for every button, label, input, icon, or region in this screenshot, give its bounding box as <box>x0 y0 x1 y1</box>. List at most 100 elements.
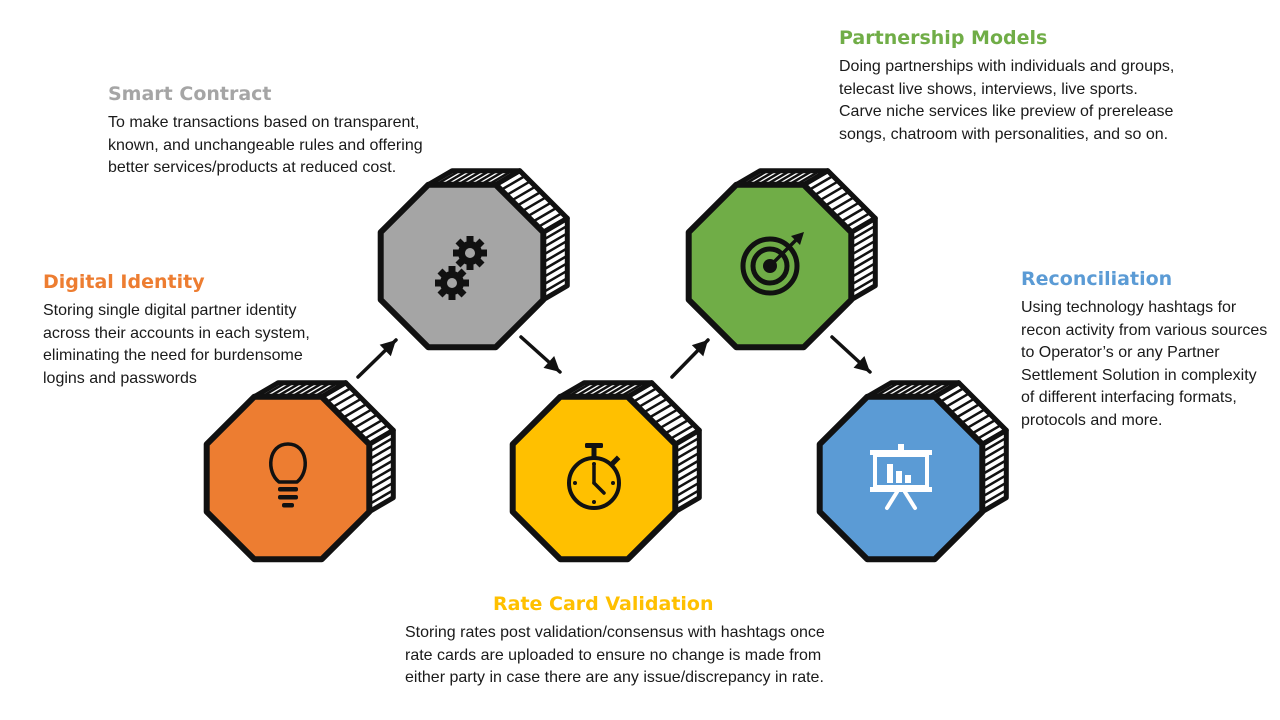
partnership-models-description: Doing partnerships with individuals and … <box>839 58 1175 143</box>
flow-connectors <box>356 335 872 379</box>
hatch-line <box>818 185 845 202</box>
rate-card-validation-description: Storing rates post validation/consensus … <box>405 624 825 686</box>
hatch-line <box>542 247 568 264</box>
hatch-line <box>358 418 384 435</box>
arrow-digital-to-smart <box>356 338 398 379</box>
hatch-line <box>653 408 679 425</box>
rate-octagon <box>509 380 702 563</box>
hatch-line <box>674 451 700 468</box>
lightbulb-icon <box>269 442 307 508</box>
arrow-rate-to-partner <box>670 338 710 379</box>
hatch-line <box>965 413 992 430</box>
octagon-nodes <box>203 168 1009 563</box>
hatch-line <box>850 262 876 279</box>
hatch-line <box>971 418 997 435</box>
hatch-line <box>850 269 876 286</box>
hatch-line <box>516 190 542 207</box>
hatch-line <box>658 413 685 430</box>
hatch-line <box>850 247 876 264</box>
rate-card-validation-title: Rate Card Validation <box>493 593 714 615</box>
hatch-line <box>674 444 700 461</box>
reconciliation-title: Reconciliation <box>1021 268 1173 290</box>
hatch-line <box>342 402 368 419</box>
hatch-line <box>944 392 970 409</box>
hatch-line <box>981 489 1007 506</box>
hatch-line <box>981 444 1007 461</box>
hatch-line <box>368 474 394 491</box>
presentation-chart-icon <box>870 444 932 510</box>
reconciliation-block: Reconciliation Using technology hashtags… <box>1021 267 1271 432</box>
hatch-line <box>824 190 850 207</box>
hatch-line <box>542 239 568 256</box>
gears-icon <box>435 236 487 300</box>
smart-octagon <box>377 168 570 351</box>
hatch-line <box>331 392 357 409</box>
hatch-line <box>960 408 986 425</box>
hatch-line <box>840 206 866 223</box>
hatch-line <box>674 474 700 491</box>
hatch-line <box>834 201 861 218</box>
hatch-line <box>521 196 547 213</box>
hatch-line <box>637 392 663 409</box>
hatch-line <box>674 459 700 476</box>
hatch-line <box>648 402 674 419</box>
arrow-partner-to-recon <box>830 335 872 374</box>
hatch-line <box>674 436 700 453</box>
hatch-line <box>813 180 839 197</box>
hatch-line <box>326 386 352 404</box>
reconciliation-description: Using technology hashtags for recon acti… <box>1021 299 1268 429</box>
hatch-line <box>542 254 568 271</box>
hatch-line <box>949 397 976 414</box>
hatch-line <box>542 262 568 279</box>
hatch-line <box>845 211 871 229</box>
hatch-line <box>981 459 1007 476</box>
hatch-line <box>642 397 669 414</box>
digital-octagon-face <box>203 393 373 563</box>
hatch-line <box>352 413 379 430</box>
recon-octagon <box>816 380 1009 563</box>
partner-octagon <box>685 168 878 351</box>
hatch-line <box>850 254 876 271</box>
hatch-line <box>537 211 563 229</box>
digital-octagon <box>203 380 396 563</box>
hatch-line <box>674 481 700 498</box>
hatch-line <box>542 232 568 249</box>
arrow-smart-to-rate <box>519 335 562 374</box>
hatch-line <box>500 174 526 192</box>
hatch-line <box>981 466 1007 483</box>
digital-identity-description: Storing single digital partner identity … <box>43 302 310 387</box>
smart-octagon-face <box>377 181 547 351</box>
hatch-line <box>368 451 394 468</box>
digital-identity-block: Digital Identity Storing single digital … <box>43 270 343 390</box>
hatch-line <box>532 206 558 223</box>
partnership-models-block: Partnership Models Doing partnerships wi… <box>839 26 1179 146</box>
hatch-line <box>505 180 531 197</box>
hatch-line <box>850 239 876 256</box>
hatch-line <box>939 386 965 404</box>
hatch-line <box>664 418 690 435</box>
hatch-line <box>368 436 394 453</box>
hatch-line <box>368 466 394 483</box>
hatch-line <box>336 397 363 414</box>
hatch-line <box>981 474 1007 491</box>
hatch-line <box>981 481 1007 498</box>
hatch-line <box>850 224 876 241</box>
hatch-line <box>368 481 394 498</box>
hatch-line <box>368 444 394 461</box>
partnership-models-title: Partnership Models <box>839 27 1048 49</box>
target-icon <box>740 232 804 296</box>
hatch-line <box>981 451 1007 468</box>
hatch-line <box>850 277 876 294</box>
hatch-line <box>526 201 553 218</box>
stopwatch-icon <box>567 443 621 510</box>
hatch-line <box>955 402 981 419</box>
hatch-line <box>542 224 568 241</box>
hatch-line <box>674 466 700 483</box>
hatch-line <box>674 489 700 506</box>
hatch-line <box>829 196 855 213</box>
hatch-line <box>368 459 394 476</box>
hatch-line <box>976 423 1002 441</box>
hatch-line <box>363 423 389 441</box>
smart-contract-block: Smart Contract To make transactions base… <box>108 82 428 180</box>
